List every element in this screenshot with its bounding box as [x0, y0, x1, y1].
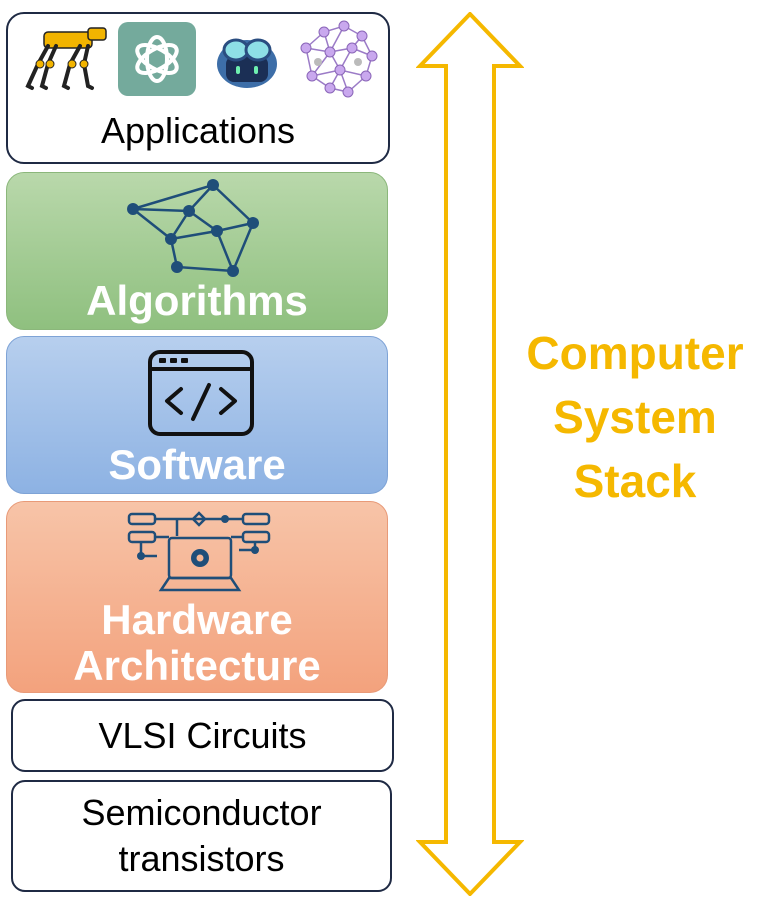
- applications-label: Applications: [100, 110, 296, 151]
- layer-algorithms: Algorithms: [6, 172, 388, 330]
- vlsi-label: VLSI Circuits: [98, 715, 307, 756]
- stack-title-line3: Stack: [573, 455, 697, 507]
- layer-vlsi: VLSI Circuits: [11, 699, 394, 772]
- code-window-icon: [148, 350, 254, 436]
- hardware-label-line1: Hardware: [101, 596, 293, 643]
- stack-title-line1: Computer: [526, 327, 744, 379]
- layer-hardware: Hardware Architecture: [6, 501, 388, 693]
- openai-logo-icon: [118, 22, 196, 96]
- software-label: Software: [108, 441, 286, 488]
- copilot-icon: [217, 38, 277, 88]
- stack-title-line2: System: [553, 391, 717, 443]
- hardware-label-line2: Architecture: [73, 642, 321, 689]
- robot-dog-icon: [25, 27, 107, 90]
- neural-network-brain-icon: [300, 20, 378, 98]
- laptop-circuit-icon: [127, 511, 271, 592]
- network-graph-icon: [127, 179, 259, 277]
- layer-applications: Applications: [6, 12, 390, 164]
- semiconductor-label-line1: Semiconductor: [81, 792, 322, 833]
- layer-semiconductor: Semiconductor transistors: [11, 780, 392, 892]
- layer-software: Software: [6, 336, 388, 494]
- semiconductor-label-line2: transistors: [118, 838, 285, 879]
- algorithms-label: Algorithms: [86, 277, 308, 324]
- double-headed-vertical-arrow-icon: [416, 12, 524, 896]
